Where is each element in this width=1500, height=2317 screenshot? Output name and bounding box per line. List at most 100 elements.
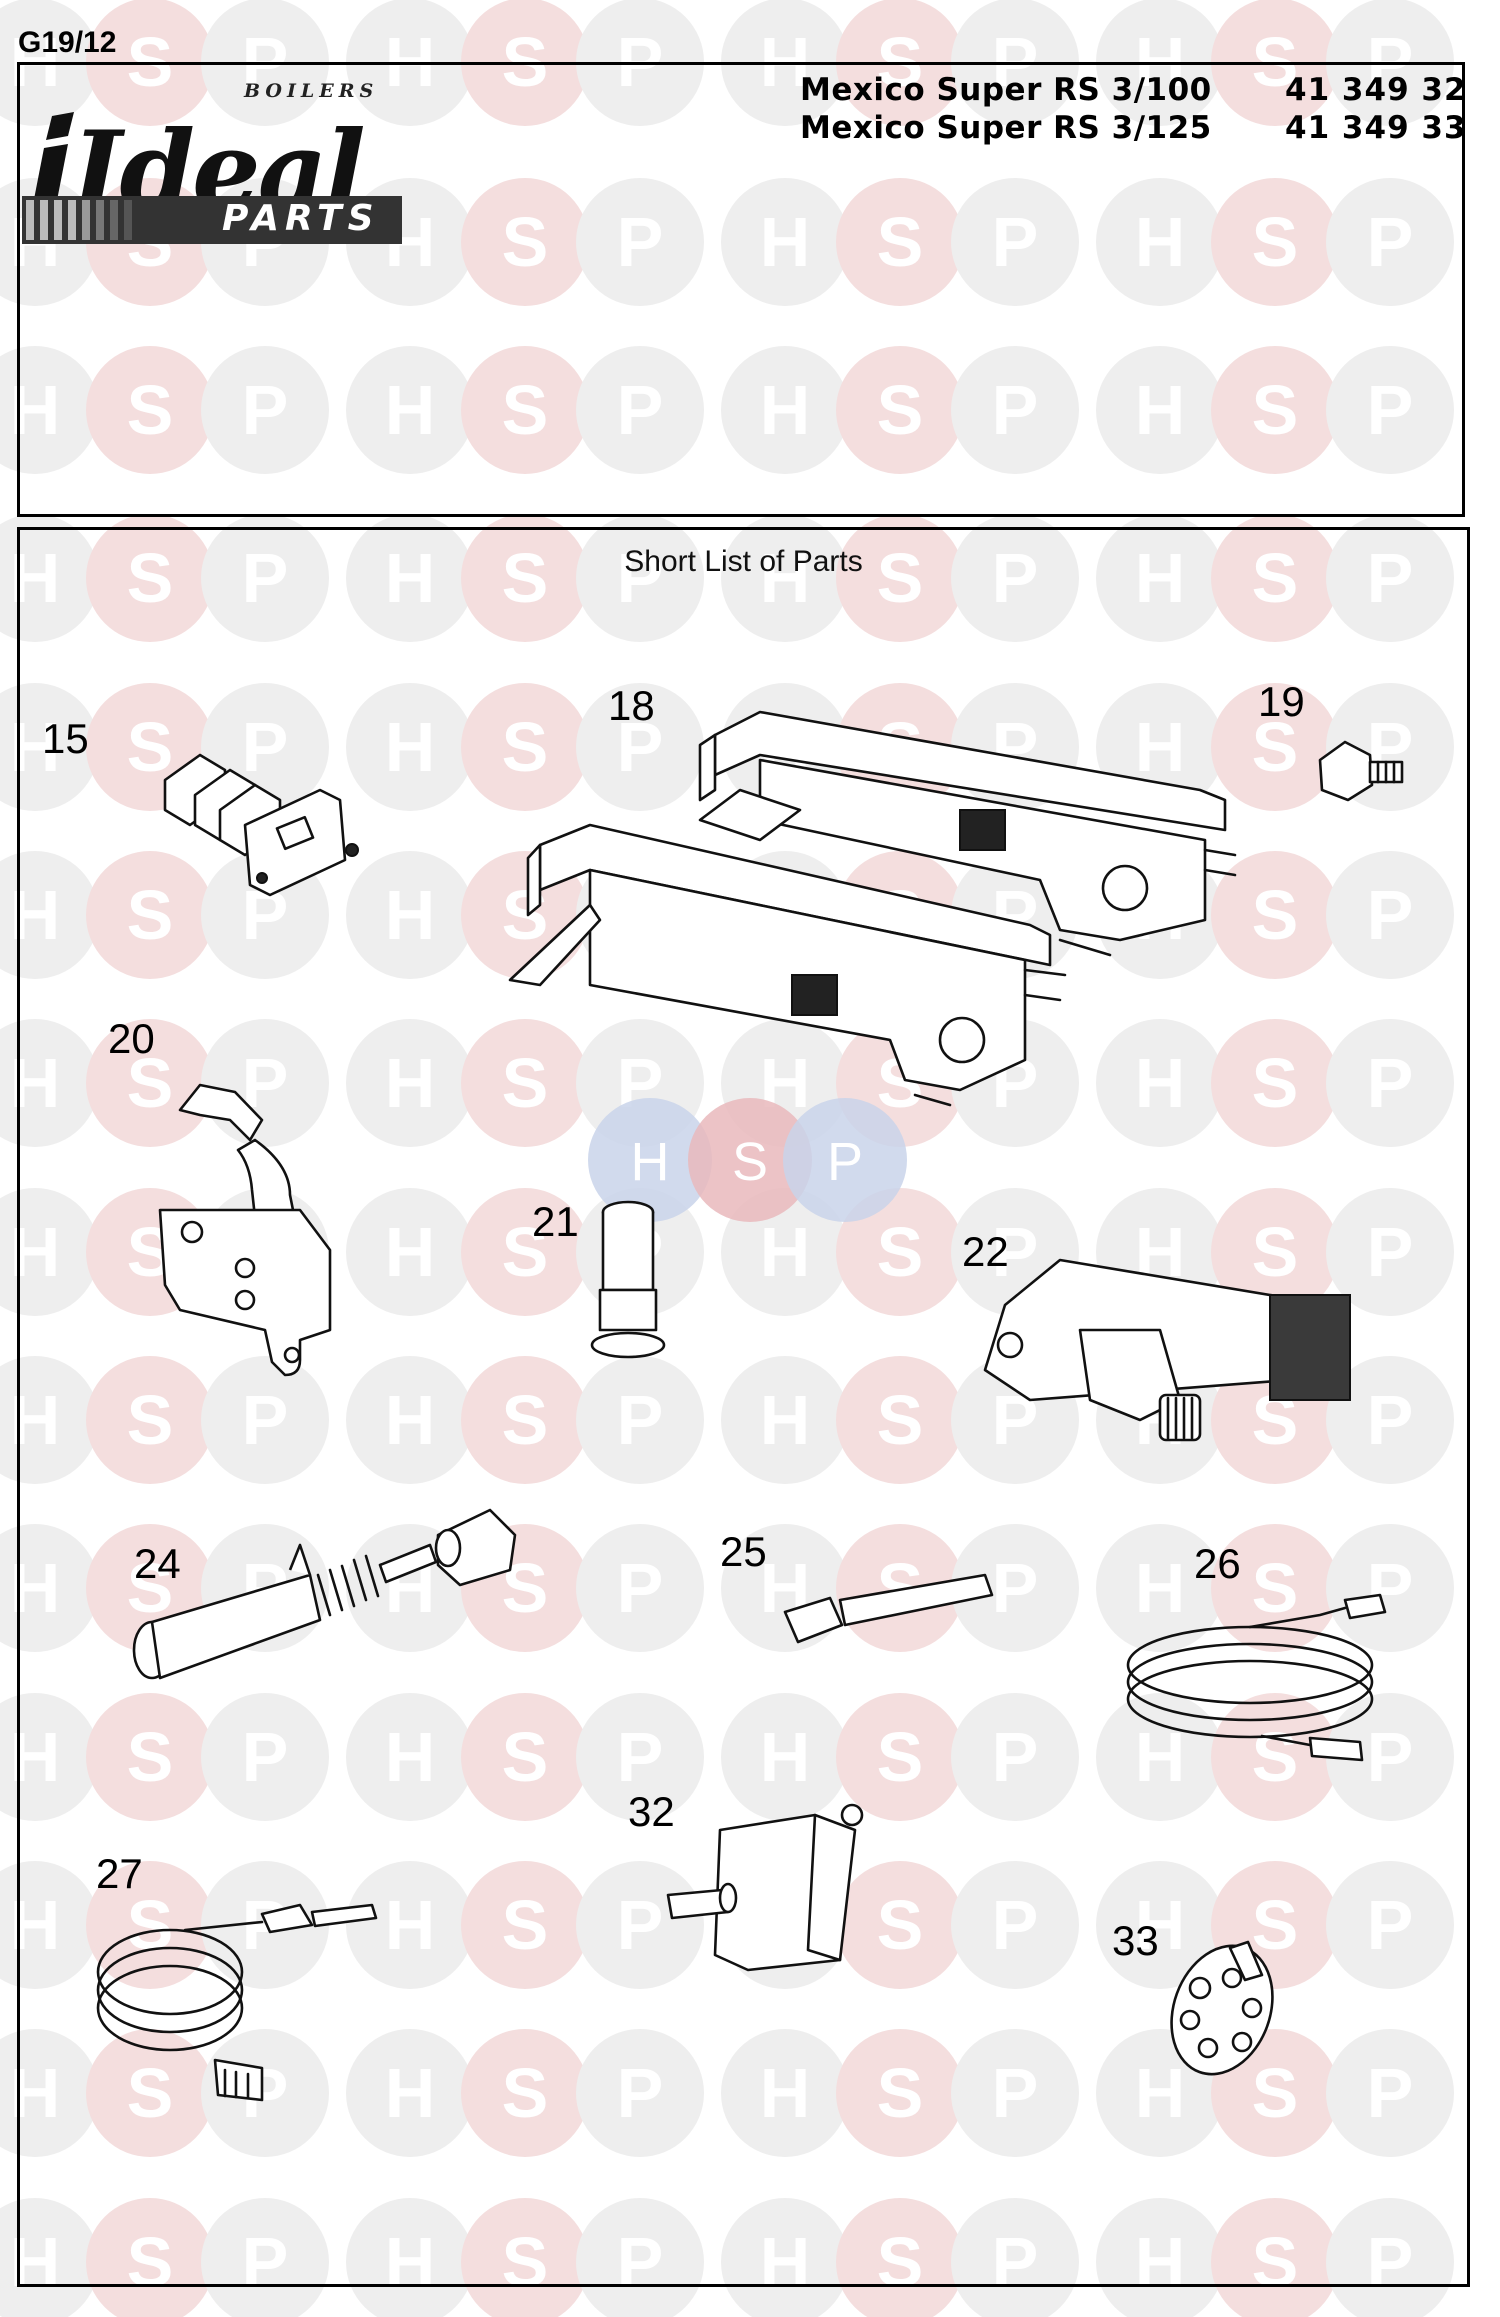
watermark-disc [461,1188,589,1316]
watermark-disc [201,1693,329,1821]
watermark-letter: S [127,1381,174,1459]
watermark-letter: H [760,539,811,617]
watermark-disc [1096,178,1224,306]
watermark-disc [0,514,99,642]
part-32-thermostat [666,1803,864,1972]
watermark-letter: S [502,539,549,617]
model-part-number: 41 349 32 [1285,72,1467,108]
logo-parts-bar [22,196,402,244]
watermark-disc [201,2029,329,2157]
callout-15: 15 [42,715,89,762]
watermark-disc [346,683,474,811]
watermark-letter: H [385,2054,436,2132]
watermark-letter: S [127,1549,174,1627]
watermark-disc [951,1524,1079,1652]
watermark-disc [1096,514,1224,642]
watermark-disc [951,1693,1079,1821]
watermark-letter: P [1367,1718,1414,1796]
callout-20: 20 [108,1015,155,1062]
watermark-letter: P [992,371,1039,449]
watermark-letter: P [1367,203,1414,281]
section-title: Short List of Parts [624,545,863,578]
watermark-letter: S [877,1381,924,1459]
watermark-letter: S [502,2054,549,2132]
watermark-letter: S [877,2054,924,2132]
center-logo-letter: P [827,1132,863,1192]
watermark-letter: S [1252,1549,1299,1627]
watermark-disc [461,1019,589,1147]
watermark-disc [1211,178,1339,306]
watermark-letter: H [1135,203,1186,281]
center-logo-disc [783,1098,907,1222]
watermark-letter: H [1135,2223,1186,2301]
watermark-letter: H [1135,1718,1186,1796]
watermark-letter: S [1252,1718,1299,1796]
watermark-letter: P [617,539,664,617]
watermark-letter: S [502,1381,549,1459]
watermark-letter: H [385,2223,436,2301]
watermark-letter: S [1252,2223,1299,2301]
watermark-letter: P [1367,1381,1414,1459]
watermark-disc [1326,851,1454,979]
watermark-letter: S [877,203,924,281]
center-logo-disc [588,1098,712,1222]
watermark-letter: P [242,1718,289,1796]
watermark-letter: S [1252,203,1299,281]
part-27-thermocouple [96,1903,378,2102]
watermark-letter: S [877,539,924,617]
watermark-letter: H [385,371,436,449]
watermark-letter: S [127,1718,174,1796]
part-20-pilot-burner [158,1083,332,1377]
watermark-disc [576,2029,704,2157]
watermark-disc [721,1356,849,1484]
logo-tagline: BOILERS [244,80,379,102]
watermark-disc [1326,1861,1454,1989]
watermark-disc [1211,1019,1339,1147]
watermark-disc [836,1356,964,1484]
watermark-disc [0,2029,99,2157]
watermark-letter: S [877,2223,924,2301]
watermark-letter: S [502,1718,549,1796]
watermark-letter: P [242,2223,289,2301]
watermark-disc [0,1356,99,1484]
callout-22: 22 [962,1228,1009,1275]
watermark-letter: H [1135,1044,1186,1122]
callout-19: 19 [1258,678,1305,725]
watermark-disc [86,1019,214,1147]
watermark-disc [951,2198,1079,2317]
watermark-disc [1211,683,1339,811]
watermark-disc [576,178,704,306]
watermark-disc [836,514,964,642]
watermark-disc [346,2029,474,2157]
watermark-disc [346,2198,474,2317]
watermark-letter: S [1252,708,1299,786]
watermark-disc [1096,1693,1224,1821]
watermark-letter: P [992,1549,1039,1627]
watermark-letter: H [760,2223,811,2301]
watermark-disc [1211,1524,1339,1652]
watermark-letter: S [127,876,174,954]
watermark-letter: H [1135,2054,1186,2132]
watermark-disc [1096,1019,1224,1147]
watermark-letter: S [502,1213,549,1291]
watermark-disc [576,2198,704,2317]
part-26-lead-coil [1126,1593,1387,1762]
watermark-letter: P [617,1718,664,1796]
watermark-letter: S [127,2054,174,2132]
watermark-disc [576,346,704,474]
watermark-letter: S [1252,539,1299,617]
sheet-code: G19/12 [18,26,117,59]
watermark-letter: S [502,203,549,281]
watermark-disc [461,2198,589,2317]
watermark-letter: P [992,2223,1039,2301]
watermark-letter: P [1367,2054,1414,2132]
watermark-letter: H [385,708,436,786]
ideal-parts-logo: BOILERS Ideal PARTS [22,68,414,248]
watermark-letter: H [1135,1549,1186,1627]
watermark-letter: H [1135,708,1186,786]
part-18-burner-assembly [508,710,1237,1107]
watermark-disc [951,2029,1079,2157]
watermark-disc [0,2198,99,2317]
